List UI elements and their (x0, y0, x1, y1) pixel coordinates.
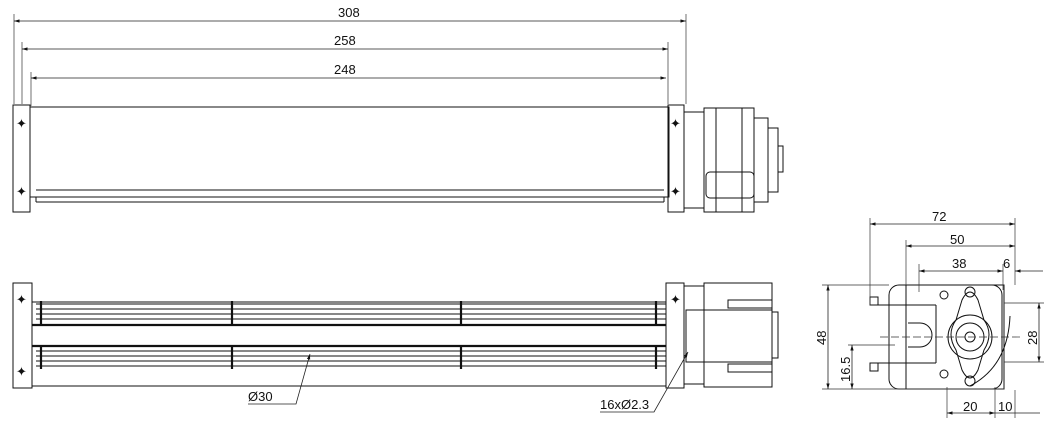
dimension-20-10: 20 10 (946, 387, 1040, 418)
svg-text:✦: ✦ (16, 292, 27, 307)
svg-text:16.5: 16.5 (838, 357, 853, 382)
dimension-50: 50 (905, 232, 1015, 285)
callout-diameter: Ø30 (248, 353, 311, 405)
svg-text:✦: ✦ (16, 116, 27, 131)
dim-label-248: 248 (334, 62, 356, 77)
svg-text:Ø30: Ø30 (248, 389, 273, 404)
housing-body (29, 106, 670, 198)
dimension-16-5: 16.5 (838, 344, 895, 389)
svg-text:50: 50 (950, 232, 964, 247)
housing-outline (31, 301, 667, 387)
dim-label-308: 308 (338, 5, 360, 20)
top-view: 308 258 248 ✦ ✦ ✦ ✦ (12, 5, 784, 213)
dimension-308: 308 (13, 5, 687, 104)
side-view: 72 50 38 6 48 16.5 28 (814, 209, 1044, 418)
motor-front (683, 282, 779, 388)
callout-holes: 16xØ2.3 (600, 351, 689, 413)
dimension-258: 258 (21, 33, 669, 104)
svg-text:48: 48 (814, 331, 829, 345)
svg-text:6: 6 (1003, 256, 1010, 271)
dimension-72: 72 (869, 209, 1016, 305)
svg-text:✦: ✦ (670, 292, 681, 307)
svg-text:38: 38 (952, 256, 966, 271)
svg-text:✦: ✦ (16, 364, 27, 379)
svg-text:72: 72 (932, 209, 946, 224)
svg-text:✦: ✦ (670, 116, 681, 131)
svg-text:✦: ✦ (16, 184, 27, 199)
svg-text:10: 10 (998, 399, 1012, 414)
svg-text:✦: ✦ (670, 184, 681, 199)
front-view: ✦ ✦ ✦ Ø30 16xØ2.3 (12, 282, 779, 413)
svg-text:16xØ2.3: 16xØ2.3 (600, 397, 649, 412)
impeller (32, 301, 666, 369)
mount-hole-icons: ✦ ✦ ✦ ✦ (16, 116, 681, 199)
svg-text:20: 20 (963, 399, 977, 414)
dimension-38-6: 38 6 (918, 256, 1043, 292)
dimension-28: 28 (1004, 302, 1044, 363)
dimension-248: 248 (30, 62, 666, 106)
svg-text:28: 28 (1025, 331, 1040, 345)
dim-label-258: 258 (334, 33, 356, 48)
motor (683, 107, 784, 213)
